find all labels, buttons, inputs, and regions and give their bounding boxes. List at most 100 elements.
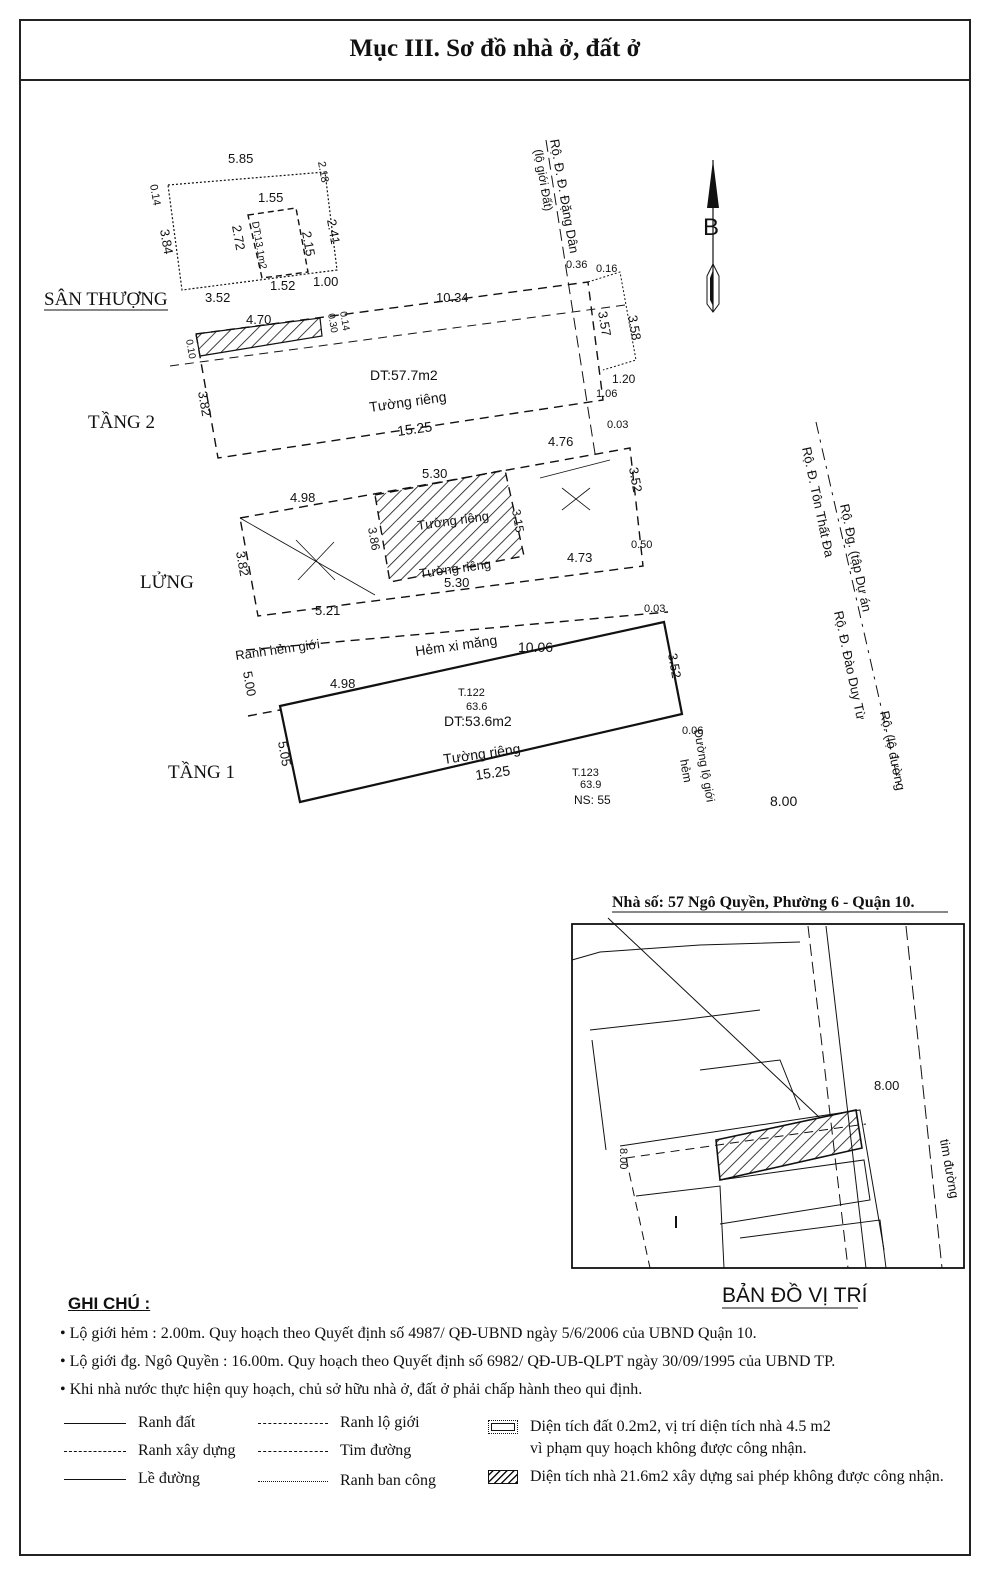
dim-3-52: 3.52 <box>626 466 645 494</box>
dim-2-72: 2.72 <box>229 224 248 252</box>
note-2: • Lộ giới đg. Ngô Quyền : 16.00m. Quy ho… <box>60 1353 836 1370</box>
dim-10-34: 10.34 <box>436 290 469 305</box>
san-thuong-room <box>247 207 309 279</box>
elev-63-9: 63.9 <box>580 779 601 791</box>
tang1-outline <box>278 620 684 804</box>
lung-void-cross-a <box>295 539 336 581</box>
document-frame <box>19 19 971 1556</box>
note-2-text: Lộ giới đg. Ngô Quyền : 16.00m. Quy hoạc… <box>69 1353 836 1370</box>
dim-2-18: 2.18 <box>315 160 331 183</box>
dim-3-84: 3.84 <box>157 228 176 256</box>
dim-0-36: 0.36 <box>566 259 587 271</box>
hem-boundary <box>245 611 669 651</box>
ns-55: NS: 55 <box>574 793 611 807</box>
location-road: tim đường <box>937 1138 962 1200</box>
legend-long-dash-icon <box>258 1422 328 1424</box>
dim-5-85: 5.85 <box>228 151 253 166</box>
dim-3-58: 3.58 <box>625 314 644 342</box>
location-map <box>571 917 965 1269</box>
legend-ranh-ban-cong: Ranh ban công <box>258 1472 436 1490</box>
duong-lo-gioi: Đường lộ giới <box>691 728 718 803</box>
title-bar: Mục III. Sơ đồ nhà ở, đất ở <box>19 19 971 81</box>
road-dao-duy-tu: Rộ. Đ. Đào Duy Từ <box>831 610 869 722</box>
legend-dotted-area: Diện tích đất 0.2m2, vị trí diện tích nh… <box>488 1418 831 1436</box>
notes-heading: GHI CHÚ : <box>68 1294 151 1313</box>
dt-13-1: DT:13.1m2 <box>249 221 268 271</box>
hem-xi-mang: Hẻm xi măng <box>414 632 498 659</box>
locator-line <box>607 917 821 1119</box>
label-tang2: TẦNG 2 <box>88 411 155 433</box>
tang1-plan: Ranh hẻm giới Hẻm xi măng 10.06 0.03 5.0… <box>234 603 797 809</box>
legend-hatched-label: Diện tích nhà 21.6m2 xây dựng sai phép k… <box>530 1468 944 1485</box>
t-123: T.123 <box>572 767 599 779</box>
lung-hatched-area <box>374 469 525 583</box>
t-122: T.122 <box>458 687 485 699</box>
lung-void-x1 <box>239 517 376 596</box>
dim-0-30: 0.30 <box>325 313 339 335</box>
note-1: • Lộ giới hẻm : 2.00m. Quy hoạch theo Qu… <box>60 1325 757 1342</box>
legend-tim-duong: Tim đường <box>258 1442 411 1460</box>
dim-1-00: 1.00 <box>313 274 338 289</box>
dim-1-55: 1.55 <box>258 190 283 205</box>
tang1-area: DT:53.6m2 <box>444 713 512 729</box>
legend-thin-line-icon <box>64 1478 126 1480</box>
dim-3-52: 3.52 <box>205 290 230 305</box>
note-3: • Khi nhà nước thực hiện quy hoạch, chủ … <box>60 1381 643 1398</box>
location-map-title: BẢN ĐỒ VỊ TRÍ <box>722 1283 868 1307</box>
tang2-area: DT:57.7m2 <box>370 367 438 383</box>
page-title: Mục III. Sơ đồ nhà ở, đất ở <box>349 35 641 62</box>
legend-ranh-lo-gioi-label: Ranh lộ giới <box>340 1414 420 1431</box>
dim-5-00: 5.00 <box>240 670 259 698</box>
tang2-setback <box>169 304 626 367</box>
dim-4-98b: 4.98 <box>330 676 355 691</box>
lung-void-cross-b <box>297 541 335 581</box>
dim-0-03: 0.03 <box>607 419 628 431</box>
ranh-hem-gioi: Ranh hẻm giới <box>234 636 320 663</box>
legend: Ranh đất Ranh xây dựng Lề đường Ranh lộ … <box>60 1408 970 1518</box>
legend-ranh-dat: Ranh đất <box>64 1414 195 1432</box>
san-thuong-plan: 5.85 2.18 0.14 1.55 3.84 2.72 DT:13.1m2 … <box>147 151 343 305</box>
dim-4-70: 4.70 <box>246 312 271 327</box>
dim-4-76: 4.76 <box>548 434 573 449</box>
label-tang1: TẦNG 1 <box>168 761 235 783</box>
north-label: B <box>703 214 719 241</box>
dim-15-25b: 15.25 <box>474 762 511 783</box>
legend-ranh-ban-cong-label: Ranh ban công <box>340 1472 436 1489</box>
tang2-wall: Tường riêng <box>368 388 447 415</box>
dim-0-10: 0.10 <box>183 339 197 361</box>
hem-label: hẻm <box>677 758 695 783</box>
note-1-text: Lộ giới hẻm : 2.00m. Quy hoạch theo Quyế… <box>69 1325 757 1342</box>
dim-3-82b: 3.82 <box>233 550 252 578</box>
dim-10-06: 10.06 <box>518 639 553 655</box>
dim-5-21: 5.21 <box>315 603 340 618</box>
dim-4-98: 4.98 <box>290 490 315 505</box>
road-line-right <box>815 421 901 791</box>
legend-dotted-line1: Diện tích đất 0.2m2, vị trí diện tích nh… <box>530 1418 831 1435</box>
legend-hatch-box-icon <box>488 1470 518 1484</box>
elev-63-6: 63.6 <box>466 701 487 713</box>
location-dim-8-00: 8.00 <box>874 1078 899 1093</box>
legend-ranh-xay-dung-label: Ranh xây dựng <box>138 1442 236 1459</box>
dim-3-86: 3.86 <box>365 526 383 552</box>
dim-8-00: 8.00 <box>770 793 797 809</box>
legend-dotted-area-line2: vì phạm quy hoạch không được công nhận. <box>530 1440 807 1458</box>
dim-3-52b: 3.52 <box>665 652 684 680</box>
lung-outline <box>239 447 644 617</box>
north-arrow-icon <box>706 160 720 313</box>
legend-le-duong-label: Lề đường <box>138 1470 201 1487</box>
legend-ranh-dat-label: Ranh đất <box>138 1414 196 1431</box>
legend-ranh-xay-dung: Ranh xây dựng <box>64 1442 236 1460</box>
location-header: Nhà số: 57 Ngô Quyền, Phường 6 - Quận 10… <box>612 894 915 911</box>
dim-4-73: 4.73 <box>567 550 592 565</box>
dim-15-25: 15.25 <box>396 418 433 439</box>
legend-solid-line-icon <box>64 1422 126 1424</box>
legend-ranh-lo-gioi: Ranh lộ giới <box>258 1414 420 1432</box>
dim-0-14: 0.14 <box>147 183 163 206</box>
dim-1-52: 1.52 <box>270 278 295 293</box>
dim-1-20: 1.20 <box>612 372 636 386</box>
road-tap-du: Rộ. Đg. (tập Dự án <box>837 503 875 614</box>
legend-dotted-box-icon <box>488 1420 518 1434</box>
lung-plan: 4.98 5.30 4.76 0.03 3.52 3.86 3.15 Tường… <box>233 419 652 618</box>
tang1-wall: Tường riêng <box>442 740 521 767</box>
